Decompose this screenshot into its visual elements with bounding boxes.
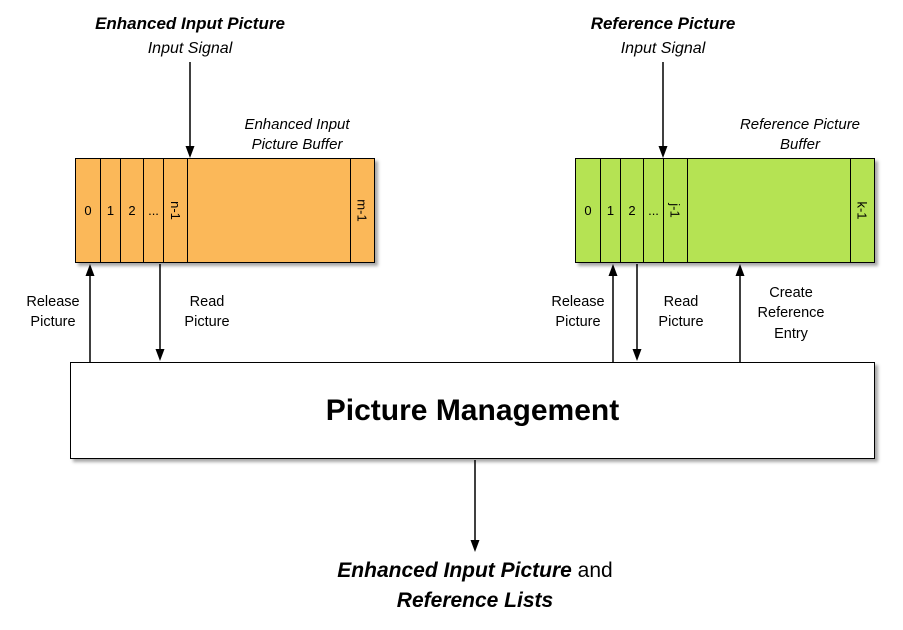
enhanced-input-signal-arrow (185, 62, 195, 158)
reference-release-picture-arrow (608, 264, 618, 362)
buffer-cell-label: n-1 (167, 201, 183, 220)
output-line1-rest: and (571, 559, 613, 582)
create-reference-entry-label: Create Reference Entry (757, 285, 825, 342)
reference-signal-title: Reference Picture (590, 14, 736, 33)
output-label: Enhanced Input Picture and Reference Lis… (175, 556, 775, 617)
enhanced-read-picture-arrow (155, 264, 165, 361)
buffer-cell-label: j-1 (667, 203, 683, 218)
enhanced-release-picture-label: Release Picture (26, 294, 80, 331)
picture-management-title: Picture Management (325, 393, 620, 427)
buffer-cell-empty (688, 159, 851, 262)
buffer-cell: 0 (76, 159, 101, 262)
reference-picture-buffer: 0 1 2 ... j-1 k-1 (575, 158, 875, 263)
reference-release-picture-label: Release Picture (551, 294, 605, 331)
enhanced-input-picture-buffer: 0 1 2 ... n-1 m-1 (75, 158, 375, 263)
output-line1-bold: Enhanced Input Picture (337, 559, 572, 582)
buffer-cell: 2 (121, 159, 144, 262)
enhanced-buffer-caption-line1: Enhanced Input (244, 116, 350, 133)
buffer-cell: 1 (601, 159, 621, 262)
enhanced-buffer-caption: Enhanced Input Picture Buffer (217, 115, 377, 156)
reference-signal-label: Reference Picture Input Signal (513, 12, 813, 60)
reference-read-picture-label: Read Picture (658, 294, 704, 331)
buffer-cell-label: k-1 (855, 201, 870, 220)
enhanced-input-signal-label: Enhanced Input Picture Input Signal (40, 12, 340, 60)
buffer-cell: 0 (576, 159, 601, 262)
buffer-cell-empty (188, 159, 351, 262)
buffer-cell: k-1 (851, 159, 874, 262)
buffer-cell-ellipsis: ... (144, 159, 164, 262)
enhanced-input-signal-subtitle: Input Signal (147, 39, 233, 57)
buffer-cell: 2 (621, 159, 644, 262)
reference-signal-subtitle: Input Signal (620, 39, 706, 57)
reference-read-picture-arrow (632, 264, 642, 361)
enhanced-read-picture-label: Read Picture (184, 294, 230, 331)
reference-buffer-caption-line1: Reference Picture (739, 116, 861, 133)
enhanced-release-picture-arrow (85, 264, 95, 362)
reference-buffer-caption-line2: Buffer (779, 136, 821, 154)
reference-buffer-caption: Reference Picture Buffer (720, 115, 880, 156)
buffer-cell: j-1 (664, 159, 688, 262)
buffer-cell-ellipsis: ... (644, 159, 664, 262)
buffer-cell: 1 (101, 159, 121, 262)
picture-management-box: Picture Management (70, 362, 875, 459)
create-reference-entry-arrow (735, 264, 745, 362)
enhanced-input-signal-title: Enhanced Input Picture (95, 14, 285, 33)
output-line2: Reference Lists (396, 589, 554, 613)
output-arrow (470, 460, 480, 552)
buffer-cell-label: m-1 (354, 199, 370, 222)
buffer-cell: n-1 (164, 159, 188, 262)
enhanced-buffer-caption-line2: Picture Buffer (251, 136, 343, 154)
buffer-cell: m-1 (351, 159, 374, 262)
reference-input-signal-arrow (658, 62, 668, 158)
